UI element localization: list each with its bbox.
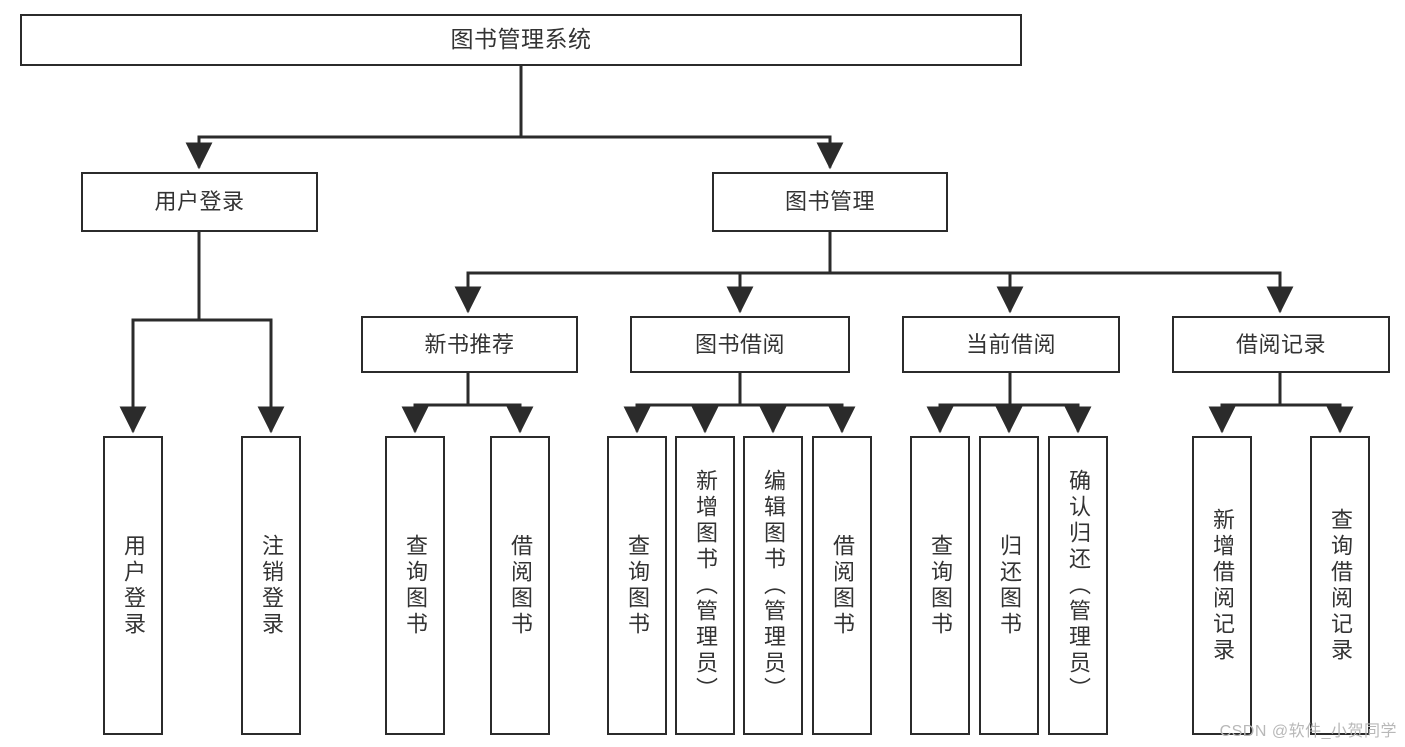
leaf-borrow-record-query[interactable]: 查询借阅记录 xyxy=(1310,436,1370,735)
leaf-current-borrow-return-label: 归还图书 xyxy=(997,533,1022,638)
node-root-label: 图书管理系统 xyxy=(450,26,592,53)
node-borrow-record-label: 借阅记录 xyxy=(1235,331,1326,357)
node-book-management-label: 图书管理 xyxy=(784,189,875,215)
leaf-book-borrow-query[interactable]: 查询图书 xyxy=(607,436,667,735)
leaf-current-borrow-confirm-return-label: 确认归还（管理员） xyxy=(1066,468,1091,703)
leaf-borrow-record-add-label: 新增借阅记录 xyxy=(1210,507,1235,664)
node-current-borrow[interactable]: 当前借阅 xyxy=(902,316,1120,373)
leaf-user-login-logout-label: 注销登录 xyxy=(259,533,284,638)
node-new-book-recommend-label: 新书推荐 xyxy=(424,331,515,357)
leaf-new-book-query[interactable]: 查询图书 xyxy=(385,436,445,735)
leaf-borrow-record-query-label: 查询借阅记录 xyxy=(1328,507,1353,664)
leaf-user-login-login[interactable]: 用户登录 xyxy=(103,436,163,735)
node-book-borrow[interactable]: 图书借阅 xyxy=(630,316,850,373)
leaf-book-borrow-edit[interactable]: 编辑图书（管理员） xyxy=(743,436,803,735)
leaf-new-book-borrow-label: 借阅图书 xyxy=(508,533,533,638)
node-book-borrow-label: 图书借阅 xyxy=(694,331,785,357)
leaf-new-book-query-label: 查询图书 xyxy=(403,533,428,638)
leaf-user-login-login-label: 用户登录 xyxy=(121,533,146,638)
leaf-current-borrow-query[interactable]: 查询图书 xyxy=(910,436,970,735)
leaf-current-borrow-return[interactable]: 归还图书 xyxy=(979,436,1039,735)
node-user-login-label: 用户登录 xyxy=(154,189,245,215)
node-book-management[interactable]: 图书管理 xyxy=(712,172,948,232)
leaf-book-borrow-add[interactable]: 新增图书（管理员） xyxy=(675,436,735,735)
node-new-book-recommend[interactable]: 新书推荐 xyxy=(361,316,578,373)
node-current-borrow-label: 当前借阅 xyxy=(965,331,1056,357)
leaf-current-borrow-confirm-return[interactable]: 确认归还（管理员） xyxy=(1048,436,1108,735)
node-user-login[interactable]: 用户登录 xyxy=(81,172,318,232)
leaf-book-borrow-borrow-label: 借阅图书 xyxy=(830,533,855,638)
leaf-user-login-logout[interactable]: 注销登录 xyxy=(241,436,301,735)
leaf-borrow-record-add[interactable]: 新增借阅记录 xyxy=(1192,436,1252,735)
node-root-book-management-system[interactable]: 图书管理系统 xyxy=(20,14,1022,66)
leaf-new-book-borrow[interactable]: 借阅图书 xyxy=(490,436,550,735)
leaf-book-borrow-edit-label: 编辑图书（管理员） xyxy=(761,468,786,703)
leaf-book-borrow-query-label: 查询图书 xyxy=(625,533,650,638)
leaf-book-borrow-borrow[interactable]: 借阅图书 xyxy=(812,436,872,735)
node-borrow-record[interactable]: 借阅记录 xyxy=(1172,316,1390,373)
leaf-current-borrow-query-label: 查询图书 xyxy=(928,533,953,638)
leaf-book-borrow-add-label: 新增图书（管理员） xyxy=(693,468,718,703)
